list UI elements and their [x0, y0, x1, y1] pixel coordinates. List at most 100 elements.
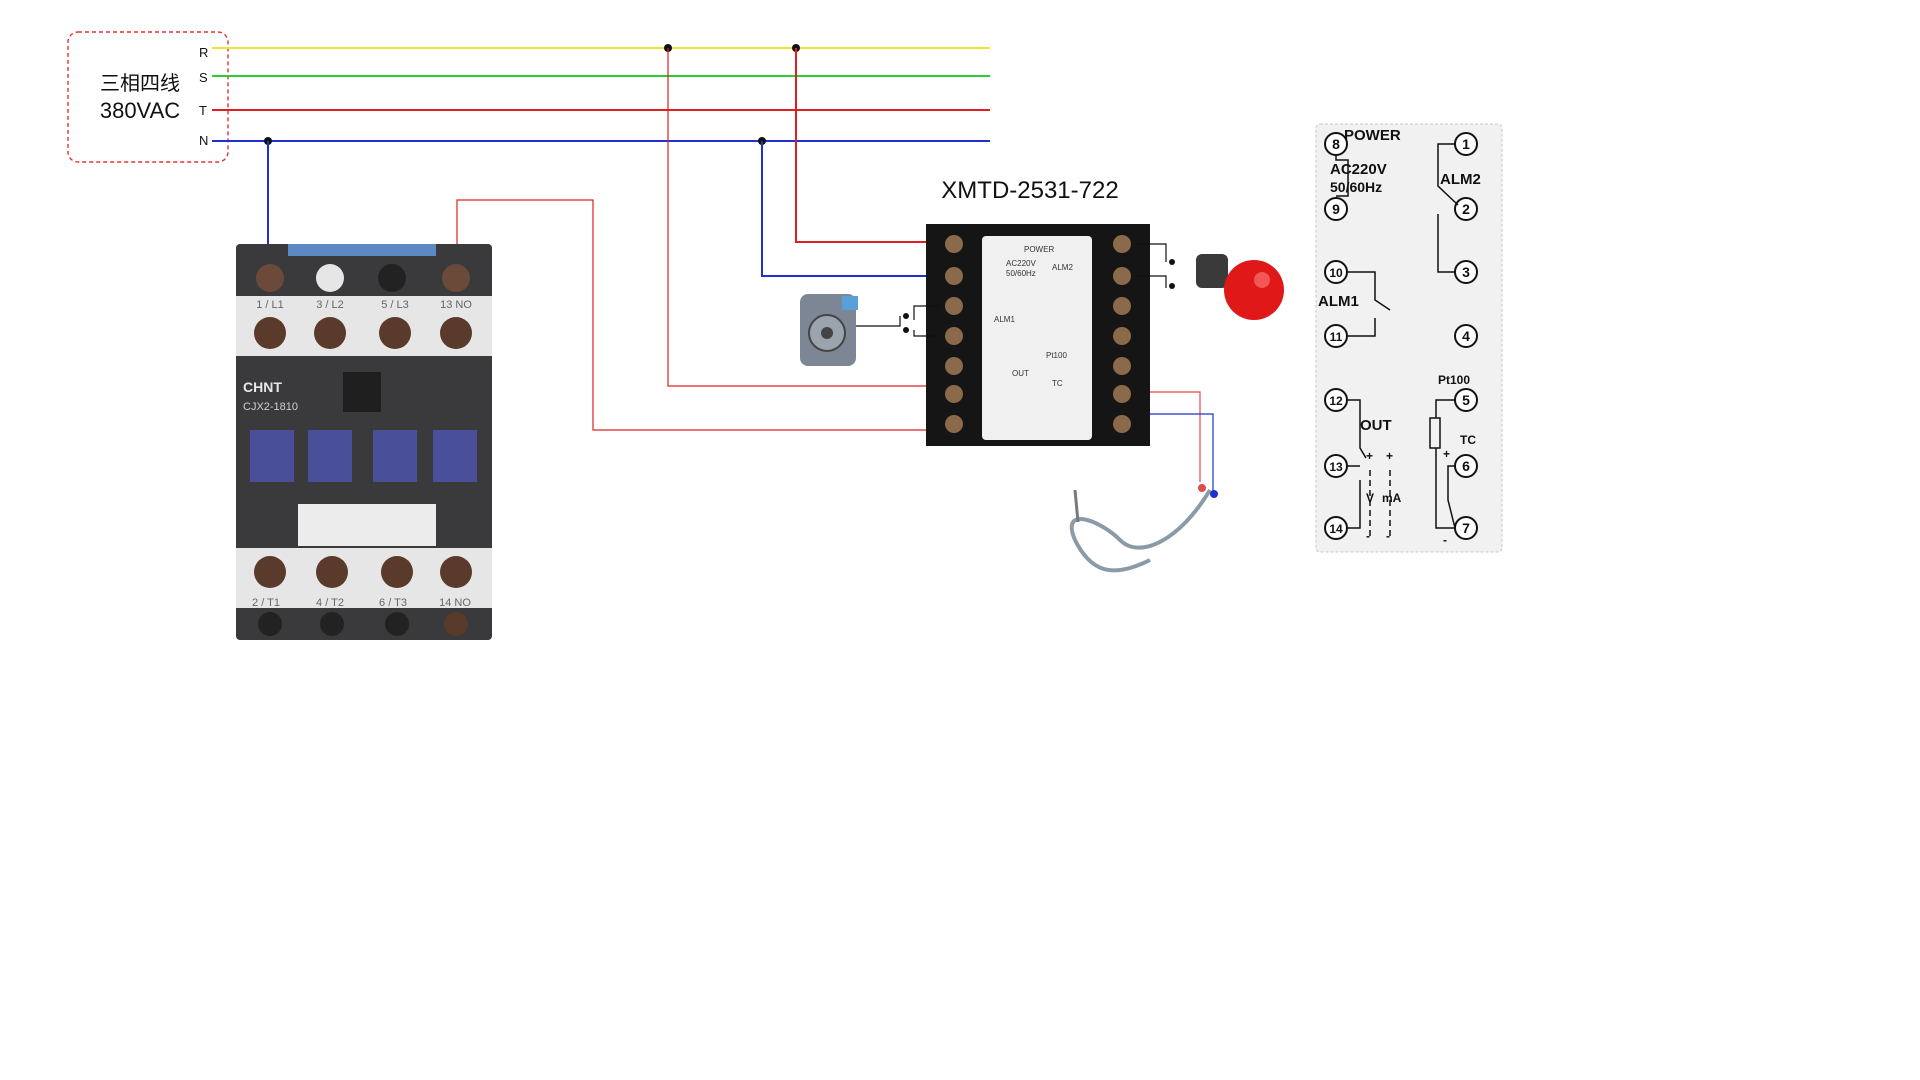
screw-terminal	[385, 612, 409, 636]
face-label: Pt100	[1046, 351, 1067, 360]
pin-number: 14	[1329, 522, 1343, 536]
supply-border	[67, 31, 229, 163]
screw-terminal	[258, 612, 282, 636]
power-supply-box: 三相四线 380VAC R S T N	[67, 31, 229, 163]
terminal-label: 5 / L3	[381, 299, 409, 311]
pin-number: 12	[1329, 394, 1343, 408]
pinout-ma: mA	[1382, 491, 1402, 505]
junction-dot	[903, 327, 909, 333]
screw-terminal	[314, 317, 346, 349]
screw-terminal	[444, 612, 468, 636]
screw-terminal	[316, 264, 344, 292]
lamp-highlight	[1254, 272, 1270, 288]
probe-lead-red	[1198, 484, 1206, 492]
pinout-minus: -	[1386, 529, 1390, 543]
terminal-label: 14 NO	[439, 597, 471, 609]
pin-number: 5	[1462, 392, 1470, 408]
pin-number: 13	[1329, 460, 1343, 474]
phase-label-n: N	[199, 133, 208, 148]
wire-sensor-red	[1148, 391, 1201, 482]
pin-number: 2	[1462, 201, 1470, 217]
screw-terminal	[1113, 385, 1131, 403]
terminal-label: 13 NO	[440, 299, 472, 311]
pinout-v: V	[1366, 491, 1374, 505]
pinout-diagram: POWER AC220V 50/60Hz ALM2 ALM1 OUT Pt100…	[1315, 123, 1503, 553]
face-label: POWER	[1024, 245, 1054, 254]
junction-dot	[903, 313, 909, 319]
terminal-label: 1 / L1	[256, 299, 284, 311]
pin-number: 3	[1462, 264, 1470, 280]
lamp-lens	[1224, 260, 1284, 320]
temperature-probe	[1069, 484, 1218, 573]
pin-number: 6	[1462, 458, 1470, 474]
contactor-coil-cap	[288, 244, 436, 256]
terminal-label: 6 / T3	[379, 597, 407, 609]
pinout-plus: +	[1366, 449, 1373, 463]
screw-terminal	[254, 556, 286, 588]
phase-label-r: R	[199, 45, 208, 60]
terminal-label: 4 / T2	[316, 597, 344, 609]
wire-n-to-power	[761, 141, 940, 277]
face-label: 50/60Hz	[1006, 269, 1036, 278]
screw-terminal	[945, 267, 963, 285]
pinout-plus: +	[1386, 449, 1393, 463]
pinout-minus: -	[1366, 529, 1370, 543]
contactor-cover	[373, 430, 417, 482]
pin-number: 1	[1462, 136, 1470, 152]
pinout-pt100: Pt100	[1438, 373, 1470, 387]
screw-terminal	[381, 556, 413, 588]
wire-r-to-power	[795, 48, 940, 243]
screw-terminal	[1113, 267, 1131, 285]
screw-terminal	[1113, 297, 1131, 315]
screw-terminal	[945, 385, 963, 403]
probe-lead-blue	[1210, 490, 1218, 498]
face-label: OUT	[1012, 369, 1029, 378]
junction-dot	[1169, 259, 1175, 265]
pin-number: 7	[1462, 520, 1470, 536]
screw-terminal	[316, 556, 348, 588]
screw-terminal	[256, 264, 284, 292]
pinout-minus: -	[1443, 533, 1447, 547]
screw-terminal	[440, 317, 472, 349]
screw-terminal	[1113, 327, 1131, 345]
bus-lines	[212, 47, 990, 142]
screw-terminal	[945, 235, 963, 253]
contactor-model: CJX2-1810	[243, 401, 298, 413]
face-label: TC	[1052, 379, 1063, 388]
phase-label-t: T	[199, 103, 207, 118]
contactor-cover	[250, 430, 294, 482]
controller-face	[982, 236, 1092, 440]
pinout-plus: +	[1443, 447, 1450, 461]
contactor: 1 / L1 3 / L2 5 / L3 13 NO CHNT CJX2-181…	[236, 244, 492, 640]
wires	[267, 48, 1214, 494]
screw-terminal	[379, 317, 411, 349]
phase-label-s: S	[199, 70, 208, 85]
screw-terminal	[945, 357, 963, 375]
alm1-wire	[913, 305, 940, 320]
controller-left-terminals	[945, 235, 963, 433]
wire-out-to-contactor	[456, 199, 938, 431]
junction-dot	[1169, 283, 1175, 289]
face-label: ALM2	[1052, 263, 1073, 272]
pin-number: 4	[1462, 328, 1470, 344]
pinout-power: POWER	[1344, 127, 1401, 144]
contactor-cover	[308, 430, 352, 482]
pinout-alm1: ALM1	[1318, 293, 1359, 310]
buzzer-wire	[856, 316, 901, 327]
contactor-brand: CHNT	[243, 379, 282, 395]
pin-9	[1324, 197, 1348, 221]
probe-cable	[1069, 488, 1212, 573]
buzzer-center	[821, 327, 833, 339]
screw-terminal	[945, 297, 963, 315]
pin-2	[1454, 197, 1478, 221]
supply-voltage: 380VAC	[100, 98, 180, 123]
contactor-label-plate	[298, 504, 436, 546]
pin-number: 11	[1330, 330, 1343, 344]
alm2-wire	[1136, 275, 1167, 288]
terminal-label: 3 / L2	[316, 299, 344, 311]
pinout-border	[1315, 123, 1503, 553]
screw-terminal	[945, 327, 963, 345]
pin-number: 10	[1329, 266, 1343, 280]
screw-terminal	[442, 264, 470, 292]
